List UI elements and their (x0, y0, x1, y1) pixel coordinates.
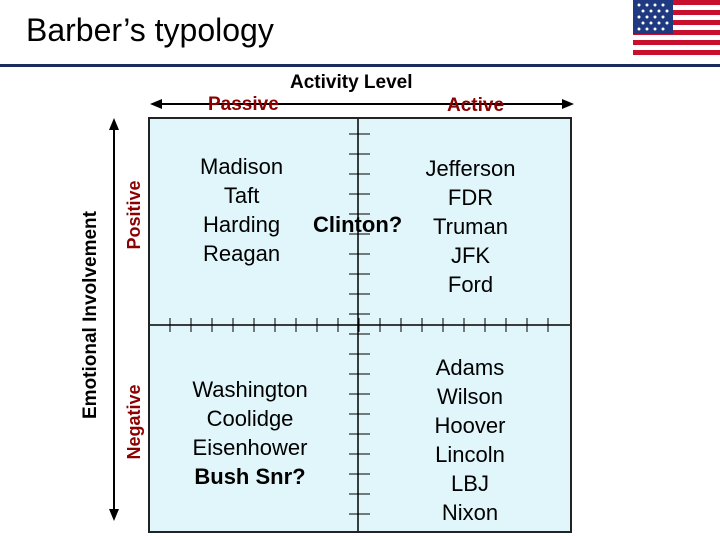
active-label: Active (447, 95, 505, 116)
quadrant-active-positive: Jefferson FDR Truman JFK Ford (418, 154, 523, 299)
president-name: Taft (223, 183, 260, 208)
president-name: LBJ (451, 471, 489, 496)
president-name: Bush Snr? (194, 464, 306, 489)
slide-title: Barber’s typology (26, 12, 274, 48)
president-name: FDR (447, 185, 494, 210)
activity-level-label: Activity Level (290, 72, 413, 93)
president-name: Eisenhower (192, 435, 308, 460)
president-name: Adams (435, 355, 505, 380)
president-name: Wilson (436, 384, 503, 409)
president-name: Hoover (434, 413, 506, 438)
president-name: Harding (203, 212, 281, 237)
president-name: Ford (447, 272, 494, 297)
passive-label: Passive (208, 94, 279, 115)
president-name: Jefferson (425, 156, 516, 181)
president-name: JFK (450, 243, 491, 268)
president-name: Washington (192, 377, 308, 402)
clinton-marker: Clinton? (313, 212, 403, 237)
us-flag-icon (633, 0, 720, 62)
quadrant-passive-positive: Madison Taft Harding Reagan (200, 152, 283, 268)
president-name: Madison (200, 154, 284, 179)
president-name: Lincoln (435, 442, 505, 467)
president-name: Nixon (441, 500, 499, 525)
quadrant-active-negative: Adams Wilson Hoover Lincoln LBJ Nixon (420, 353, 520, 527)
title-divider (0, 64, 720, 67)
president-name: Coolidge (206, 406, 294, 431)
president-name: Truman (433, 214, 508, 239)
president-name: Reagan (203, 241, 281, 266)
quadrant-passive-negative: Washington Coolidge Eisenhower Bush Snr? (180, 375, 320, 491)
